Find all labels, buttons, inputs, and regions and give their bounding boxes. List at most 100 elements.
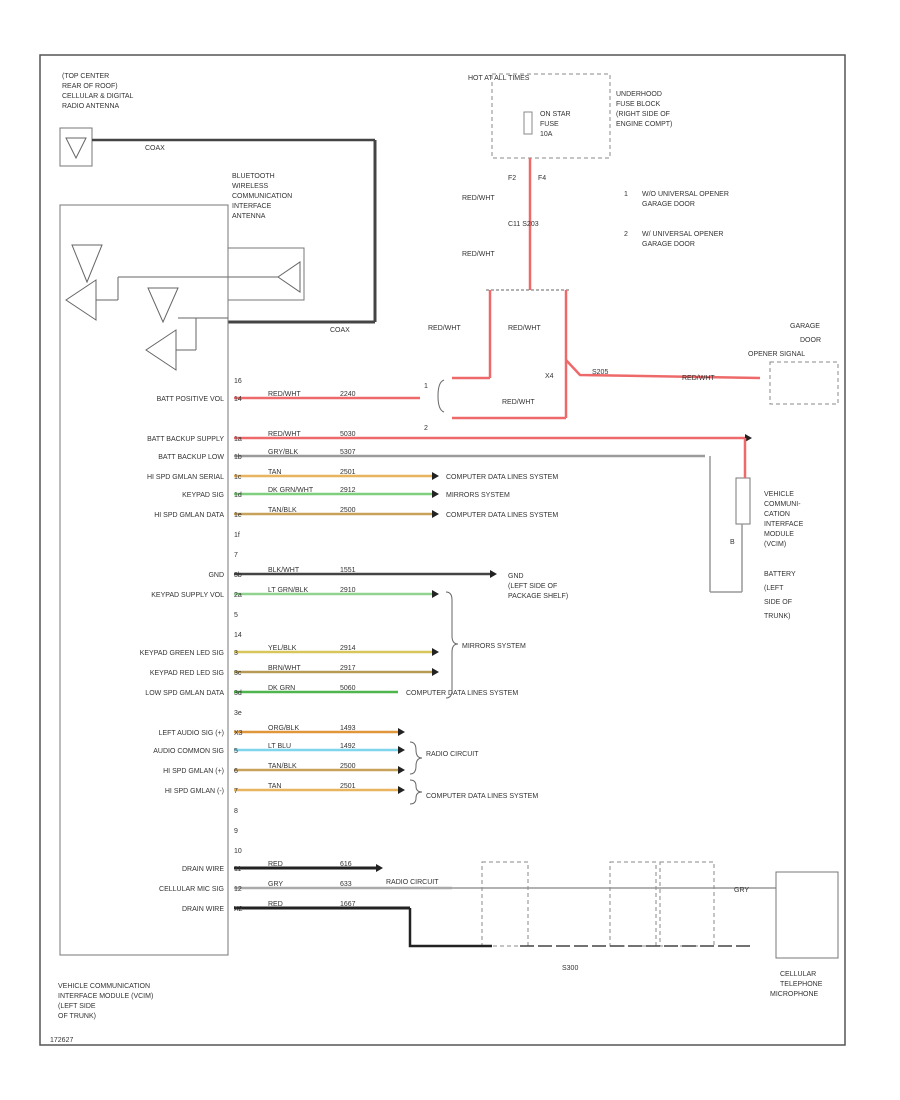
legend-1-num: 1 — [624, 191, 628, 198]
vcim-antenna-icon-1 — [71, 244, 103, 284]
wire-color-label: TAN/BLK — [268, 763, 297, 770]
hot-at-all-times-label: HOT AT ALL TIMES — [468, 75, 530, 82]
circuit-number-label: 5030 — [340, 431, 356, 438]
connector-box-2 — [609, 861, 657, 947]
signal-label: CELLULAR MIC SIG — [159, 886, 224, 893]
legend-2-line2: GARAGE DOOR — [642, 241, 695, 248]
legend-2-num: 2 — [624, 231, 628, 238]
vcim-label-4: OF TRUNK) — [58, 1013, 96, 1020]
pin-number: X3 — [234, 730, 243, 737]
vcim-right-7: BATTERY — [764, 571, 796, 578]
signal-label: LOW SPD GMLAN DATA — [145, 690, 224, 697]
radio-circuit-bottom-label: RADIO CIRCUIT — [386, 879, 439, 886]
wire-color-label: RED — [268, 901, 283, 908]
destination-label: GND — [508, 573, 524, 580]
wire-arrow — [432, 490, 439, 498]
vcim-label-2: INTERFACE MODULE (VCIM) — [58, 993, 153, 1000]
signal-label: LEFT AUDIO SIG (+) — [159, 730, 224, 737]
vcim-right-5: MODULE — [764, 531, 794, 538]
pin-number: 6 — [234, 768, 238, 775]
fuse-label-1: ON STAR — [540, 111, 571, 118]
destination-label: COMPUTER DATA LINES SYSTEM — [406, 690, 518, 697]
signal-label: KEYPAD SIG — [182, 492, 224, 499]
signal-label: BATT BACKUP LOW — [158, 454, 224, 461]
signal-label: DRAIN WIRE — [182, 866, 224, 873]
signal-label: HI SPD GMLAN (-) — [165, 788, 224, 795]
pin-number: 3d — [234, 690, 242, 697]
wire-color-label: DK GRN/WHT — [268, 487, 314, 494]
fuse-icon — [523, 111, 533, 135]
legend-1-line2: GARAGE DOOR — [642, 201, 695, 208]
antenna-label-line3: CELLULAR & DIGITAL — [62, 93, 134, 100]
vcim-label-1: VEHICLE COMMUNICATION — [58, 983, 150, 990]
wire-color-label: BLK/WHT — [268, 567, 300, 574]
wire-color-label: DK GRN — [268, 685, 295, 692]
computer-data-label-bottom: COMPUTER DATA LINES SYSTEM — [426, 793, 538, 800]
signal-label: KEYPAD SUPPLY VOL — [151, 592, 224, 599]
destination-labels: MIRRORS SYSTEM RADIO CIRCUIT COMPUTER DA… — [409, 591, 538, 805]
vcim-right-4: INTERFACE — [764, 521, 804, 528]
fuse-block-outline — [491, 73, 611, 159]
circuit-number-label: 5060 — [340, 685, 356, 692]
junction-x4-label: X4 — [545, 373, 554, 380]
pin-number: 3c — [234, 670, 242, 677]
pin-number: 1f — [234, 532, 240, 539]
ufb-label-2: FUSE BLOCK — [616, 101, 661, 108]
pin-number: 11 — [234, 866, 241, 873]
wire-arrow — [398, 766, 405, 774]
wire-color-label: TAN/BLK — [268, 507, 297, 514]
coax-bottom-label: COAX — [330, 327, 350, 334]
bt-antenna-icon — [277, 261, 301, 293]
signal-label: HI SPD GMLAN (+) — [163, 768, 224, 775]
circuit-number-label: 2917 — [340, 665, 356, 672]
splice-s205-label: S205 — [592, 369, 608, 376]
pin-number: 1d — [234, 492, 242, 499]
branch-wire-label-center: RED/WHT — [508, 325, 541, 332]
vcim-box — [59, 204, 229, 956]
destination-label: PACKAGE SHELF) — [508, 593, 568, 600]
vcim-right-1: VEHICLE — [764, 491, 794, 498]
phone-label-1: CELLULAR — [780, 971, 816, 978]
signal-label: HI SPD GMLAN DATA — [154, 512, 224, 519]
circuit-number-label: 1492 — [340, 743, 356, 750]
pin-number: 5 — [234, 612, 238, 619]
option-2-marker: 2 — [424, 425, 428, 432]
pin-number: X2 — [234, 906, 243, 913]
radio-circuit-label: RADIO CIRCUIT — [426, 751, 479, 758]
wire-color-label: GRY/BLK — [268, 449, 299, 456]
signal-label: HI SPD GMLAN SERIAL — [147, 474, 224, 481]
vcim-battery-box — [735, 477, 751, 525]
signal-label: AUDIO COMMON SIG — [153, 748, 224, 755]
circuit-number-label: 2910 — [340, 587, 356, 594]
wire-arrow — [432, 510, 439, 518]
circuit-number-label: 2912 — [340, 487, 356, 494]
ufb-label-3: (RIGHT SIDE OF — [616, 111, 670, 118]
legend-1-line1: W/O UNIVERSAL OPENER — [642, 191, 729, 198]
wire-color-label: RED — [268, 861, 283, 868]
vcim-antenna-icon-3 — [147, 287, 179, 324]
vcim-right-10: TRUNK) — [764, 613, 790, 620]
phone-mic-box — [775, 871, 839, 959]
pin-number: 1a — [234, 436, 242, 443]
vcim-module: VEHICLE COMMUNICATION INTERFACE MODULE (… — [58, 204, 229, 1020]
destination-label: MIRRORS SYSTEM — [446, 492, 510, 499]
pin-number: 1c — [234, 474, 242, 481]
vcim-right-2: COMMUNI- — [764, 501, 801, 508]
connector-box-3 — [659, 861, 715, 947]
wire-color-label: RED/WHT — [268, 391, 301, 398]
circuit-number-label: 5307 — [340, 449, 356, 456]
ufb-label-1: UNDERHOOD — [616, 91, 662, 98]
pin-number: 16 — [234, 378, 242, 385]
pin-number: 9 — [234, 828, 238, 835]
antenna-box — [59, 127, 93, 167]
wire-arrow — [398, 746, 405, 754]
pin-number: 10 — [234, 848, 242, 855]
circuit-number-label: 2500 — [340, 507, 356, 514]
fuse-pin-f4: F4 — [538, 175, 546, 182]
branch-wire-label-left: RED/WHT — [428, 325, 461, 332]
vcim-right-6: (VCIM) — [764, 541, 786, 548]
fuse-pin-f2: F2 — [508, 175, 516, 182]
splice-c11-label: C11 S203 — [508, 221, 539, 228]
